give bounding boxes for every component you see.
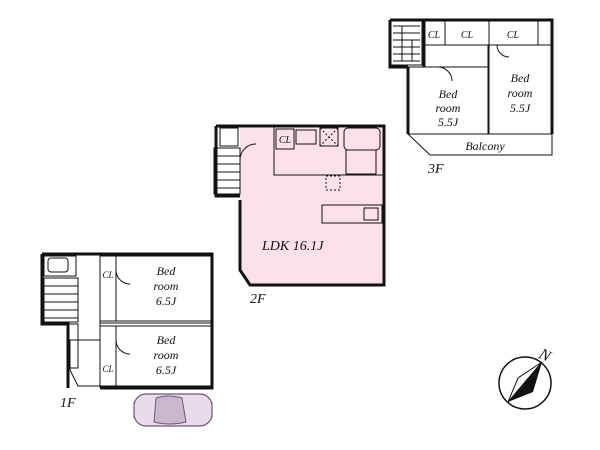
compass-rose: N xyxy=(498,345,554,410)
bedroom-1f-b-line3: 6.5J xyxy=(156,363,177,377)
bedroom-1f-a-line1: Bed xyxy=(157,264,177,278)
bedroom-3f-a-line3: 5.5J xyxy=(438,115,459,129)
bathtub-1f-icon xyxy=(47,257,69,273)
bedroom-1f-b-line1: Bed xyxy=(157,333,177,347)
washing-machine-icon xyxy=(219,127,239,147)
floor-label-3f: 3F xyxy=(427,162,444,177)
bedroom-1f-a-line3: 6.5J xyxy=(156,294,177,308)
stair-1f xyxy=(43,277,79,323)
closet-3f-c-label: CL xyxy=(507,30,520,41)
floor-3f: CL CL CL Bed room 5.5J Bed room 5.5J Bal… xyxy=(388,18,554,177)
range-hood-icon xyxy=(325,175,341,191)
toilet-icon xyxy=(345,149,377,175)
stair-2f xyxy=(213,147,241,195)
closet-1f-a xyxy=(99,255,117,322)
closet-2f-label: CL xyxy=(279,135,292,146)
bedroom-3f-a-line2: room xyxy=(436,101,461,115)
floor-label-2f: 2F xyxy=(250,292,266,307)
car-icon xyxy=(133,393,213,427)
drain-icon xyxy=(319,127,339,147)
bedroom-3f-a-line1: Bed xyxy=(439,87,459,101)
floor-2f: CL LDK 16.1J 2F xyxy=(213,124,386,307)
closet-1f-b xyxy=(99,325,117,387)
closet-3f-a-label: CL xyxy=(428,30,441,41)
ldk-label: LDK 16.1J xyxy=(261,239,324,254)
kitchen-counter xyxy=(321,204,383,224)
floor-label-1f: 1F xyxy=(60,396,76,411)
closet-1f-a-label: CL xyxy=(102,270,113,280)
stove-icon xyxy=(363,207,379,221)
washbasin-icon xyxy=(295,129,317,145)
entrance-1f xyxy=(69,339,101,387)
balcony-label: Balcony xyxy=(465,139,505,153)
bedroom-1f-a-line2: room xyxy=(154,279,179,293)
ldk-area xyxy=(240,128,385,285)
bedroom-3f-b-line3: 5.5J xyxy=(510,101,531,115)
bath-1f xyxy=(43,255,77,277)
stair-3f xyxy=(389,20,423,66)
floor-1f: CL CL Bed room 6.5J Bed room 6.5J 1F xyxy=(40,252,214,411)
closet-3f-b-label: CL xyxy=(461,30,474,41)
closet-1f-b-label: CL xyxy=(102,364,113,374)
bedroom-3f-b-line1: Bed xyxy=(511,71,531,85)
closet-2f xyxy=(275,128,295,150)
bedroom-1f-b-line2: room xyxy=(154,348,179,362)
bedroom-3f-b-line2: room xyxy=(508,86,533,100)
